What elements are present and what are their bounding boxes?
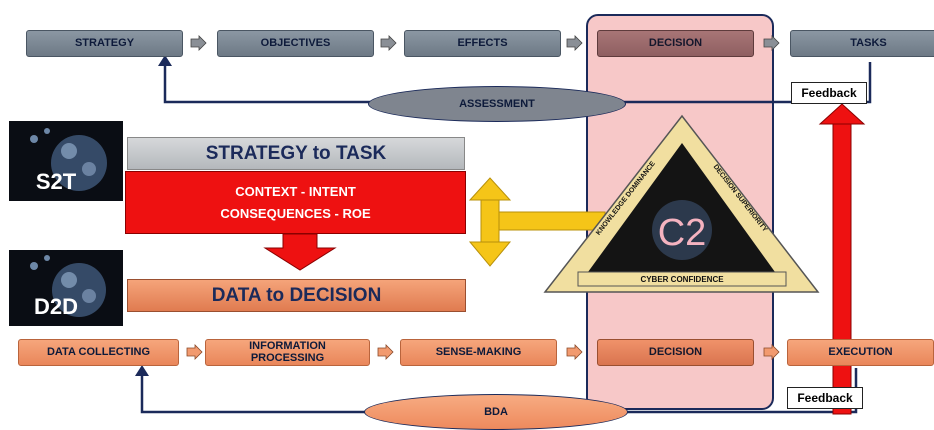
red-up-arrow-shaft <box>832 121 852 415</box>
context-box: CONTEXT - INTENT CONSEQUENCES - ROE <box>125 171 466 234</box>
context-line1: CONTEXT - INTENT <box>235 184 356 199</box>
execution-box: EXECUTION <box>787 339 934 366</box>
decision-top-box: DECISION <box>597 30 754 57</box>
assessment-ellipse: ASSESSMENT <box>368 86 626 122</box>
d2d-thumbnail: D2D <box>9 250 123 326</box>
decision-bottom-box: DECISION <box>597 339 754 366</box>
top-arrow-4 <box>763 35 780 51</box>
data-collecting-box: DATA COLLECTING <box>18 339 179 366</box>
information-processing-box: INFORMATION PROCESSING <box>205 339 370 366</box>
objectives-box: OBJECTIVES <box>217 30 374 57</box>
yellow-down-head <box>468 241 512 267</box>
yellow-up-head <box>468 177 512 201</box>
top-arrow-2 <box>380 35 397 51</box>
red-up-arrow-head <box>818 103 866 125</box>
assessment-arrowhead <box>158 55 172 66</box>
sense-making-box: SENSE-MAKING <box>400 339 557 366</box>
c2-label: C2 <box>657 212 707 254</box>
top-arrow-1 <box>190 35 207 51</box>
triangle-base-band <box>577 271 787 287</box>
effects-box: EFFECTS <box>404 30 561 57</box>
s2t-label: S2T <box>35 169 77 194</box>
bottom-arrow-3 <box>566 344 583 360</box>
d2d-label: D2D <box>33 294 78 319</box>
c2-head-graphic <box>652 200 712 260</box>
yellow-horizontal-bar <box>489 211 606 231</box>
bda-ellipse: BDA <box>364 394 628 430</box>
c2-triangle <box>543 114 820 293</box>
red-down-arrow <box>263 233 337 271</box>
strategy-box: STRATEGY <box>26 30 183 57</box>
triangle-bottom-label: CYBER CONFIDENCE <box>640 275 724 284</box>
feedback-bottom-box: Feedback <box>787 387 863 409</box>
brain-icon <box>30 255 106 317</box>
bda-arrowhead <box>135 365 149 376</box>
yellow-vertical-shaft <box>480 195 500 247</box>
tasks-box: TASKS <box>790 30 934 57</box>
brain-icon <box>30 128 107 191</box>
context-line2: CONSEQUENCES - ROE <box>220 206 371 221</box>
data-to-decision-banner: DATA to DECISION <box>127 279 466 312</box>
bottom-arrow-4 <box>763 344 780 360</box>
bottom-arrow-1 <box>186 344 203 360</box>
s2t-thumbnail: S2T <box>9 121 123 201</box>
top-arrow-3 <box>566 35 583 51</box>
feedback-top-box: Feedback <box>791 82 867 104</box>
bottom-arrow-2 <box>377 344 394 360</box>
strategy-to-task-banner: STRATEGY to TASK <box>127 137 465 170</box>
